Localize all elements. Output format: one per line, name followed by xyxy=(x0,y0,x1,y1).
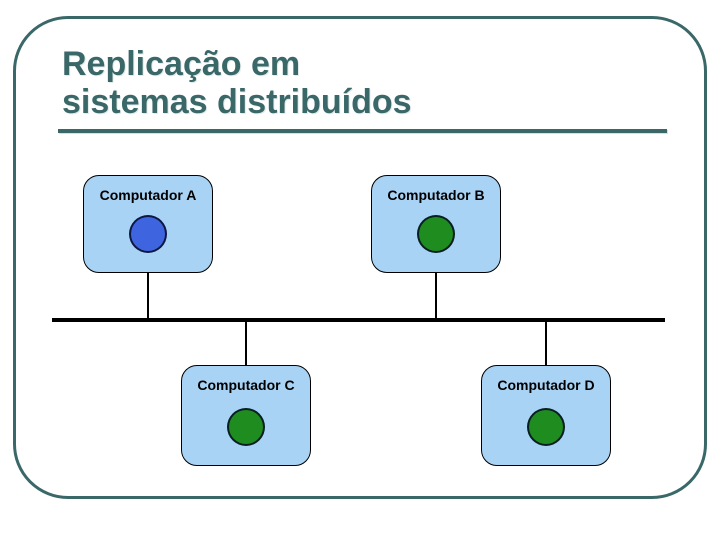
connector-line-computer-d xyxy=(545,321,547,366)
slide-border-frame xyxy=(13,16,707,499)
green-replica-circle xyxy=(227,408,265,446)
title-underline-rule xyxy=(58,129,667,133)
slide-title: Replicação em sistemas distribuídos xyxy=(62,45,412,121)
blue-replica-circle xyxy=(129,215,167,253)
network-bus-line xyxy=(52,318,665,322)
green-replica-circle xyxy=(527,408,565,446)
connector-line-computer-c xyxy=(245,321,247,366)
computer-box-a: Computador A xyxy=(83,175,213,273)
slide-title-line-2: sistemas distribuídos xyxy=(62,83,412,121)
slide-title-line-1: Replicação em xyxy=(62,45,301,83)
computer-label-c: Computador C xyxy=(197,377,295,393)
connector-line-computer-a xyxy=(147,272,149,319)
computer-label-d: Computador D xyxy=(497,377,595,393)
computer-label-b: Computador B xyxy=(387,187,485,203)
green-replica-circle xyxy=(417,215,455,253)
connector-line-computer-b xyxy=(435,272,437,319)
computer-box-c: Computador C xyxy=(181,365,311,466)
computer-label-a: Computador A xyxy=(99,187,197,203)
computer-box-b: Computador B xyxy=(371,175,501,273)
computer-box-d: Computador D xyxy=(481,365,611,466)
